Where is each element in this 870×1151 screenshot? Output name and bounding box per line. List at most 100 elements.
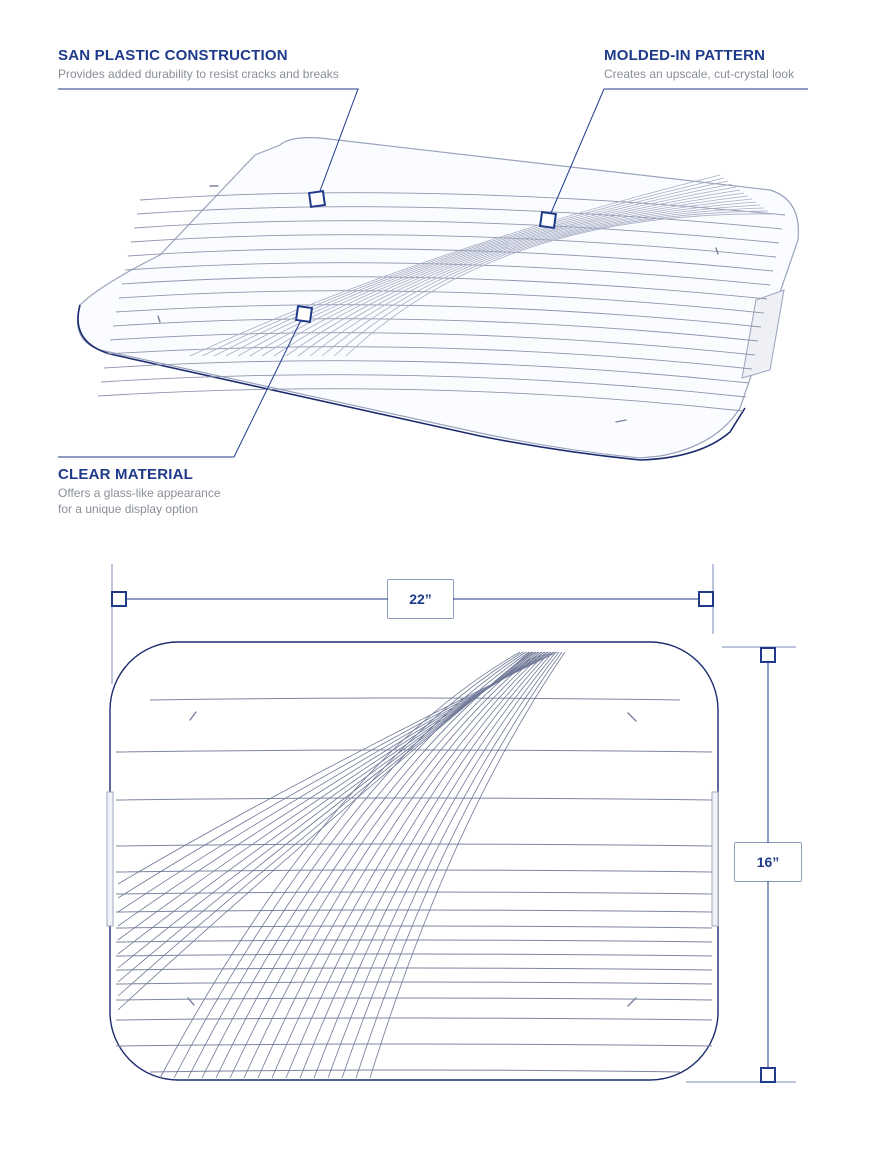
feature-desc-molded-pattern: Creates an upscale, cut-crystal look (604, 67, 795, 81)
feature-title-clear-material: CLEAR MATERIAL (58, 466, 194, 483)
persp-groove-line (112, 318, 759, 342)
tray-top-view-right-handle (711, 791, 719, 927)
top-crystal-curve (257, 651, 542, 1079)
tray-perspective-front-edge (77, 304, 746, 461)
top-groove-line (115, 939, 713, 943)
persp-groove-line (100, 374, 747, 398)
persp-groove-line (127, 248, 774, 272)
top-groove-line (149, 1069, 681, 1073)
persp-crystal-curve (273, 195, 749, 357)
persp-crystal-curve (237, 186, 737, 357)
persp-crystal-curve (297, 201, 757, 357)
top-crystal-curve (117, 651, 555, 899)
top-crystal-curve (355, 651, 563, 1079)
tray-top-view-grooves (115, 697, 713, 1073)
top-groove-line (115, 953, 713, 957)
persp-crystal-curve (309, 204, 761, 357)
height-dimension-label: 16” (735, 843, 801, 881)
top-crystal-curve (117, 651, 546, 941)
height-dimension-marker-top (760, 647, 776, 663)
callout-markers (294, 189, 558, 324)
persp-crystal-curve (201, 177, 725, 357)
top-crystal-curve (271, 651, 545, 1079)
tray-top-view-body (109, 641, 719, 1081)
feature-title-san-plastic: SAN PLASTIC CONSTRUCTION (58, 47, 288, 64)
top-crystal-curve (201, 651, 530, 1079)
callout-lines (58, 88, 808, 458)
persp-groove-line (109, 332, 756, 356)
persp-groove-line (115, 304, 762, 328)
feature-desc-clear-material-line-2: for a unique display option (58, 502, 199, 516)
width-dimension-marker-right (698, 591, 714, 607)
top-groove-line (115, 1017, 713, 1021)
top-groove-line (115, 981, 713, 985)
persp-groove-line (139, 192, 786, 216)
top-crystal-curve (341, 651, 560, 1079)
top-groove-line (115, 967, 713, 971)
callout-marker-san-plastic (307, 189, 327, 209)
tray-top-view-crystal-pattern (117, 651, 566, 1079)
feature-desc-san-plastic: Provides added durability to resist crac… (58, 67, 339, 81)
top-crystal-curve (327, 651, 557, 1079)
callout-line-molded-pattern (547, 88, 808, 221)
top-crystal-curve (299, 651, 551, 1079)
persp-crystal-curve (333, 210, 769, 357)
top-crystal-curve (187, 651, 527, 1079)
tray-top-view-left-handle (106, 791, 114, 927)
tray-top-view-slots (187, 711, 637, 1007)
height-dimension-marker-bottom (760, 1067, 776, 1083)
top-groove-line (115, 1043, 713, 1047)
width-dimension-label: 22” (388, 580, 453, 618)
top-crystal-curve (117, 651, 549, 927)
persp-groove-line (103, 360, 750, 384)
persp-groove-line (133, 220, 780, 244)
persp-crystal-curve (321, 207, 765, 357)
top-crystal-curve (117, 651, 558, 885)
top-groove-line (115, 749, 713, 753)
top-crystal-curve (117, 651, 540, 969)
persp-groove-line (97, 388, 744, 412)
tray-perspective-body (76, 137, 800, 459)
top-crystal-curve (369, 651, 566, 1079)
persp-groove-line (136, 206, 783, 230)
top-groove-line (115, 925, 713, 929)
tray-perspective-crystal-pattern (189, 174, 773, 357)
feature-desc-clear-material-line-1: Offers a glass-like appearance (58, 486, 221, 500)
top-groove-line (115, 891, 713, 895)
width-dimension-marker-left (111, 591, 127, 607)
persp-crystal-curve (213, 180, 729, 357)
feature-title-molded-pattern: MOLDED-IN PATTERN (604, 47, 766, 64)
top-groove-line (115, 909, 713, 913)
persp-crystal-curve (261, 192, 745, 357)
tray-perspective (76, 137, 800, 461)
top-crystal-curve (159, 651, 521, 1079)
top-groove-line (149, 697, 681, 701)
top-crystal-curve (243, 651, 539, 1079)
callout-marker-molded-pattern (538, 210, 558, 230)
callout-line-san-plastic (58, 88, 359, 200)
persp-crystal-curve (285, 198, 753, 357)
callout-line-clear-material (58, 313, 305, 458)
tray-perspective-handle (741, 289, 785, 379)
top-crystal-curve (313, 651, 554, 1079)
persp-crystal-curve (225, 183, 733, 357)
callout-marker-clear-material (294, 304, 314, 324)
top-crystal-curve (229, 651, 536, 1079)
top-crystal-curve (173, 651, 524, 1079)
persp-groove-line (130, 234, 777, 258)
top-groove-line (115, 797, 713, 801)
persp-groove-line (106, 346, 753, 370)
top-crystal-curve (117, 651, 537, 983)
top-crystal-curve (117, 651, 552, 913)
tray-perspective-handle-slots (157, 185, 719, 423)
persp-crystal-curve (345, 213, 773, 357)
top-crystal-curve (285, 651, 548, 1079)
top-groove-line (115, 869, 713, 873)
persp-crystal-curve (189, 174, 721, 357)
top-crystal-curve (117, 651, 543, 955)
top-groove-line (115, 997, 713, 1001)
top-groove-line (115, 843, 713, 847)
tray-top-view (106, 641, 719, 1081)
persp-crystal-curve (249, 189, 741, 357)
